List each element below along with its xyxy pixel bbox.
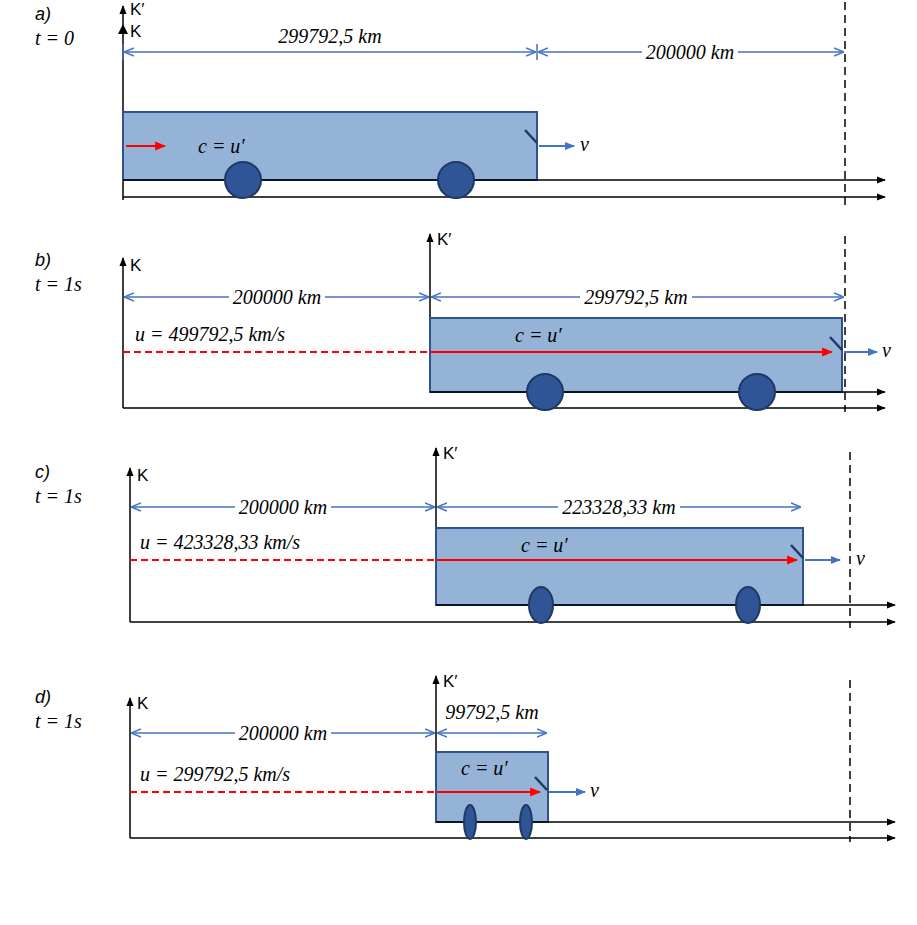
speed-label: u = 299792,5 km/s — [140, 762, 290, 786]
dimension-label: 200000 km — [642, 40, 738, 64]
dimension-label: 299792,5 km — [278, 24, 381, 48]
axis-label: K′ — [437, 230, 452, 250]
axis-label: K — [137, 466, 148, 486]
speed-label: u = 499792,5 km/s — [135, 322, 285, 346]
panel-d — [130, 676, 895, 842]
car-text: c = u′ — [521, 533, 568, 557]
car-text: c = u′ — [461, 756, 508, 780]
velocity-label: v — [590, 778, 599, 802]
axis-label: K′ — [130, 0, 145, 20]
dimension-label: 299792,5 km — [580, 285, 691, 309]
speed-label: u = 423328,33 km/s — [140, 530, 300, 554]
car-text: c = u′ — [198, 134, 245, 158]
panel-letter: a) — [35, 2, 51, 26]
axis-label: K′ — [443, 444, 458, 464]
train-car: c = u′ — [436, 752, 548, 822]
axis-label: K — [130, 256, 141, 276]
panel-letter: d) — [35, 685, 51, 709]
panel-a — [118, 2, 885, 205]
dimension-label: 200000 km — [235, 721, 331, 745]
time-label: t = 1s — [35, 709, 82, 733]
axis-label: K′ — [443, 672, 458, 692]
train-car: c = u′ — [436, 528, 803, 605]
car-text: c = u′ — [515, 323, 562, 347]
dimension-label: 200000 km — [235, 495, 331, 519]
velocity-label: v — [856, 546, 865, 570]
dimension-label: 200000 km — [229, 285, 325, 309]
panel-b — [123, 234, 885, 412]
train-car: c = u′ — [430, 318, 842, 392]
axis-label: K — [130, 22, 141, 42]
velocity-label: v — [882, 338, 891, 362]
dimension-label: 223328,33 km — [558, 495, 679, 519]
time-label: t = 1s — [35, 272, 82, 296]
dimension-label: 99792,5 km — [445, 700, 538, 724]
train-car: c = u′ — [123, 112, 537, 180]
velocity-label: v — [580, 132, 589, 156]
time-label: t = 1s — [35, 484, 82, 508]
panel-letter: b) — [35, 248, 51, 272]
time-label: t = 0 — [35, 26, 74, 50]
panel-c — [130, 448, 895, 628]
axis-label: K — [137, 694, 148, 714]
panel-letter: c) — [35, 460, 50, 484]
